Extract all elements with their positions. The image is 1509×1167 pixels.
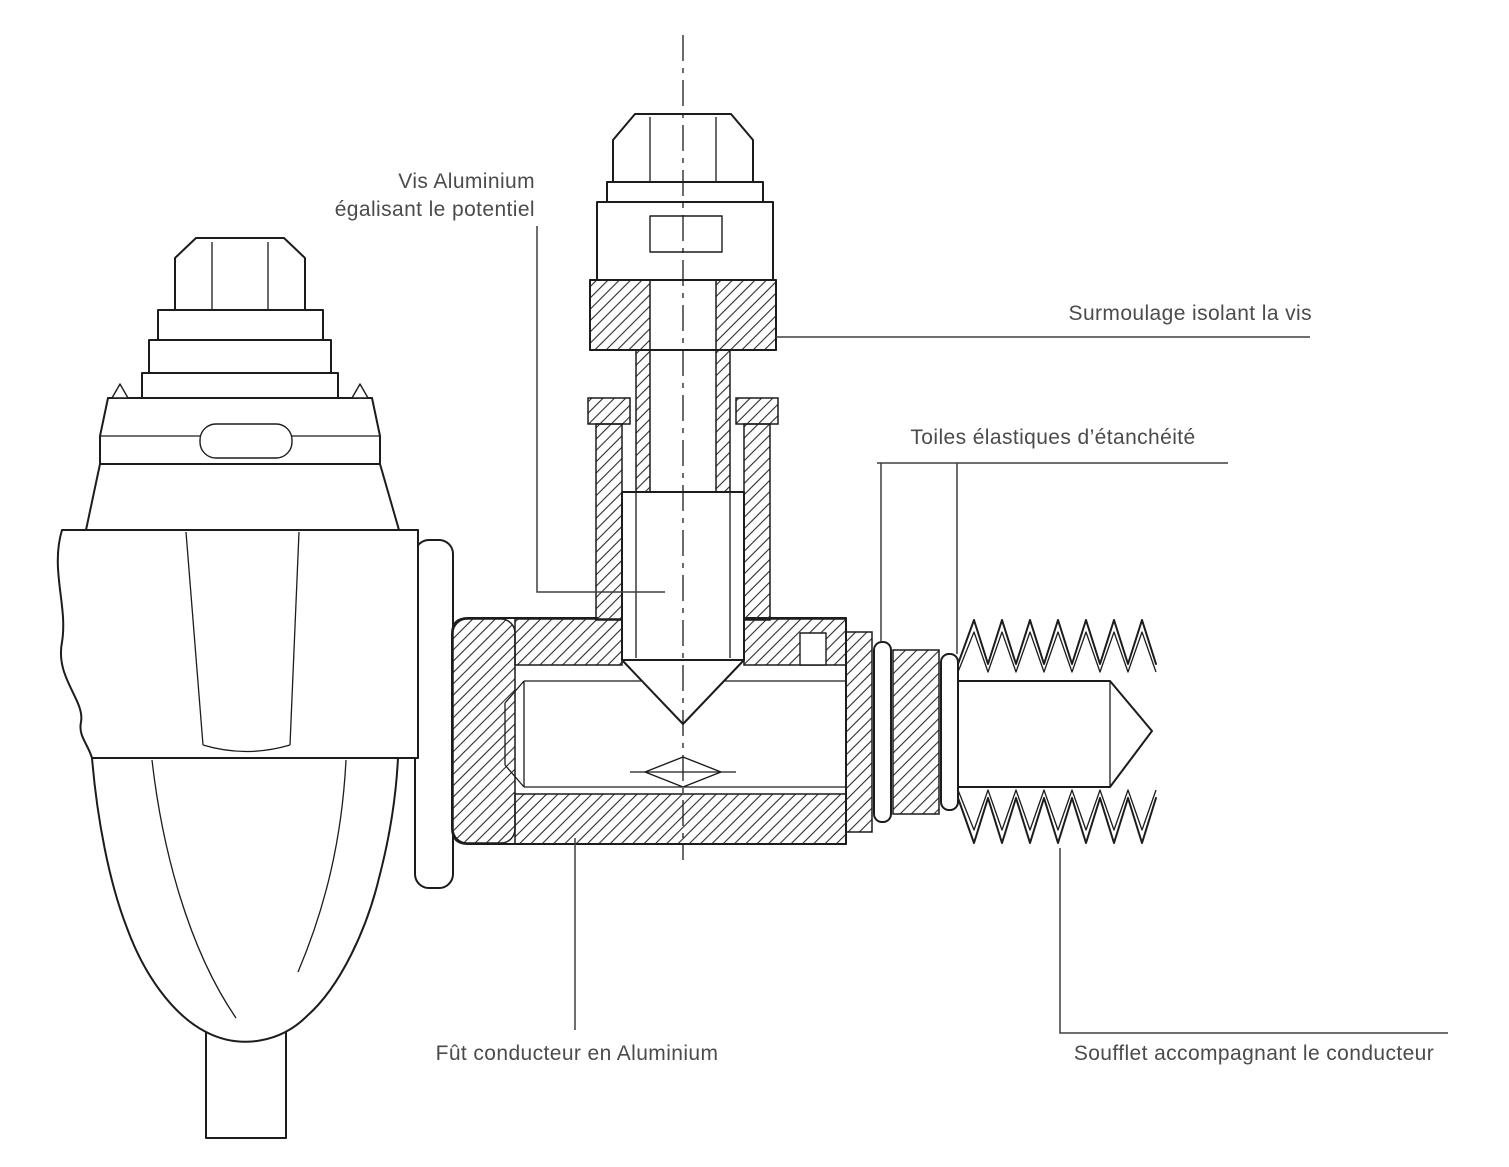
interface-block-1 — [845, 631, 873, 833]
interface-block-2 — [892, 649, 940, 815]
piercing-teeth — [111, 383, 369, 399]
body-top-wall-right — [743, 618, 847, 666]
label-soufflet: Soufflet accompagnant le conducteur — [1073, 1042, 1435, 1065]
label-vis-aluminium: Vis Aluminium égalisant le potentiel — [230, 168, 535, 225]
elastic-web-1 — [873, 641, 892, 823]
thread-left — [635, 349, 651, 493]
lower-jaw — [91, 757, 399, 1043]
lower-jaw-shading — [151, 759, 347, 1019]
overmold-right — [715, 279, 777, 351]
body-left-cap — [452, 618, 516, 844]
label-vis-line2: égalisant le potentiel — [334, 198, 535, 222]
left-hex-head — [174, 237, 306, 311]
screw-hex-facets — [649, 117, 717, 182]
label-fut: Fût conducteur en Aluminium — [435, 1042, 719, 1065]
leader-soufflet — [1059, 848, 1448, 1034]
body-top-notch — [799, 632, 827, 666]
nut-window — [649, 215, 723, 253]
leader-vis — [536, 226, 665, 593]
neck-wall-left — [595, 423, 623, 621]
body-bottom-wall — [514, 793, 847, 845]
left-clamp-assembly — [56, 237, 454, 1139]
washer-1 — [157, 309, 324, 341]
washer-2 — [148, 339, 332, 374]
label-surmoulage: Surmoulage isolant la vis — [1068, 302, 1312, 325]
bellows — [957, 619, 1157, 844]
screw-thread-roots — [635, 492, 731, 658]
leader-toiles — [877, 462, 1228, 654]
mounting-plate — [414, 539, 454, 889]
neck-flange-right — [735, 397, 779, 425]
seal-webs — [845, 631, 959, 833]
bellows-top-inner — [957, 631, 1157, 673]
bellows-bottom-outer — [957, 797, 1157, 844]
bellows-top-outer — [957, 619, 1157, 665]
body-top-wall-left — [514, 618, 623, 666]
jaw-body-transition — [85, 463, 400, 531]
neck-wall-right — [743, 423, 771, 621]
screw-cone-tip — [621, 659, 745, 725]
jaw-slot — [199, 423, 293, 459]
left-hex-facets — [211, 242, 269, 310]
screw-washer — [606, 181, 764, 203]
leader-lines — [536, 226, 1448, 1034]
overmold-left — [589, 279, 651, 351]
label-vis-line1: Vis Aluminium — [398, 170, 535, 193]
bellows-conductor — [957, 680, 1153, 788]
washer-3 — [141, 372, 339, 399]
clamp-body — [56, 529, 419, 759]
label-toiles: Toiles élastiques d’étanchéité — [910, 426, 1196, 449]
bellows-bottom-inner — [957, 789, 1157, 831]
elastic-web-2 — [940, 653, 959, 811]
cable-channel — [185, 531, 300, 753]
thread-right — [715, 349, 731, 493]
neck-flange-left — [587, 397, 631, 425]
clamp-stem — [205, 1029, 287, 1139]
